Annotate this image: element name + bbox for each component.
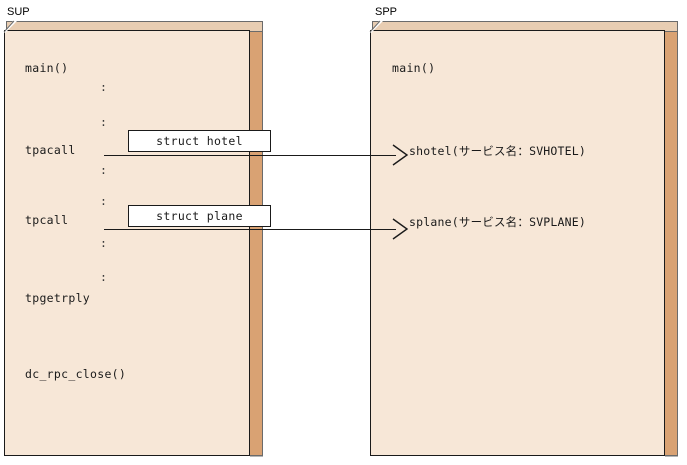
spp-line-main: main() bbox=[392, 61, 436, 75]
spp-line-splane: splane(サービス名：SVPLANE) bbox=[409, 215, 587, 229]
sup-panel-title: SUP bbox=[7, 6, 30, 18]
sup-line-tpcall: tpcall bbox=[25, 213, 69, 227]
sup-line-ellipsis-5: : bbox=[100, 236, 107, 250]
sup-line-tpacall: tpacall bbox=[25, 143, 76, 157]
spp-box-right-face bbox=[663, 22, 678, 456]
sup-box-front-face bbox=[4, 30, 250, 456]
flow-line-tpcall-to-splane bbox=[104, 229, 396, 230]
flow-line-tpacall-to-shotel bbox=[104, 155, 396, 156]
sup-line-main: main() bbox=[25, 61, 69, 75]
sup-line-ellipsis-3: : bbox=[100, 163, 107, 177]
spp-box-front-face bbox=[370, 30, 665, 456]
sup-box-bevel-bottom-icon bbox=[250, 455, 263, 464]
spp-line-shotel: shotel(サービス名：SVHOTEL) bbox=[409, 144, 587, 158]
flow-arrowhead-shotel-icon bbox=[392, 144, 409, 166]
spp-panel-title: SPP bbox=[375, 6, 398, 18]
flow-arrowhead-splane-icon bbox=[392, 218, 409, 240]
sup-line-dc-rpc-close: dc_rpc_close() bbox=[25, 367, 127, 381]
spp-box-bevel-bottom-icon bbox=[665, 455, 678, 464]
sup-line-ellipsis-4: : bbox=[100, 194, 107, 208]
callout-struct-hotel: struct hotel bbox=[128, 130, 271, 152]
sup-line-ellipsis-1: : bbox=[100, 80, 107, 94]
spp-box-bevel-corner-icon bbox=[369, 20, 383, 33]
sup-line-ellipsis-2: : bbox=[100, 115, 107, 129]
sup-box-right-face bbox=[248, 22, 263, 456]
callout-struct-plane: struct plane bbox=[128, 205, 271, 227]
sup-line-ellipsis-6: : bbox=[100, 270, 107, 284]
sup-box-bevel-corner-icon bbox=[3, 20, 17, 33]
sup-line-tpgetrply: tpgetrply bbox=[25, 291, 91, 305]
